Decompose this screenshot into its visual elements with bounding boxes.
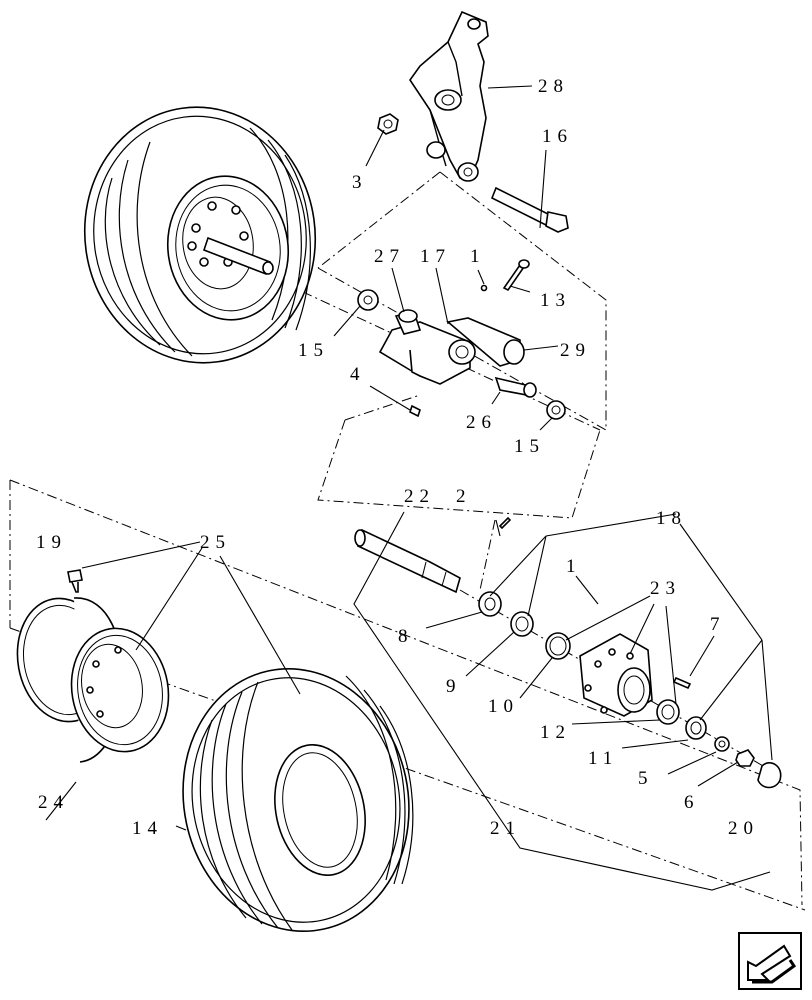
bolt-16 xyxy=(490,186,569,233)
callout-9: 9 xyxy=(446,676,462,697)
bracket-28 xyxy=(409,10,489,182)
callout-5: 5 xyxy=(638,768,654,789)
navigation-arrow-button[interactable] xyxy=(738,932,802,990)
pivot-assembly xyxy=(357,259,566,420)
callout-21: 21 xyxy=(490,818,521,839)
spindle-22 xyxy=(354,528,461,594)
callout-16: 16 xyxy=(542,126,573,147)
rim-halves xyxy=(16,597,170,763)
pin-2 xyxy=(498,516,512,530)
upper-wheel xyxy=(83,106,317,364)
callout-15-left: 15 xyxy=(298,340,329,361)
callout-20: 20 xyxy=(728,818,759,839)
bolt-19 xyxy=(67,569,83,593)
callout-labels: 28 16 3 27 17 1 13 15 29 4 26 15 22 2 18… xyxy=(36,76,759,839)
callout-10: 10 xyxy=(488,696,519,717)
callout-1-lower: 1 xyxy=(566,556,582,577)
callout-28: 28 xyxy=(538,76,569,97)
callout-17: 17 xyxy=(420,246,451,267)
callout-18: 18 xyxy=(656,508,687,529)
callout-22: 22 xyxy=(404,486,435,507)
callout-29: 29 xyxy=(560,340,591,361)
callout-6: 6 xyxy=(684,792,700,813)
arrow-icon xyxy=(738,932,802,990)
callout-12: 12 xyxy=(540,722,571,743)
callout-15-right: 15 xyxy=(514,436,545,457)
callout-13: 13 xyxy=(540,290,571,311)
callout-7: 7 xyxy=(710,614,726,635)
callout-24: 24 xyxy=(38,792,69,813)
hub-components xyxy=(478,591,782,789)
nut-3 xyxy=(377,113,399,135)
callout-3: 3 xyxy=(352,172,368,193)
leader-lines xyxy=(45,85,773,891)
callout-27: 27 xyxy=(374,246,405,267)
tire-14 xyxy=(182,668,414,932)
callout-26: 26 xyxy=(466,412,497,433)
callout-19: 19 xyxy=(36,532,67,553)
callout-14: 14 xyxy=(132,818,163,839)
callout-23: 23 xyxy=(650,578,681,599)
callout-1-upper: 1 xyxy=(470,246,486,267)
callout-2: 2 xyxy=(456,486,472,507)
callout-11: 11 xyxy=(588,748,618,769)
callout-25: 25 xyxy=(200,532,231,553)
callout-8: 8 xyxy=(398,626,414,647)
callout-4: 4 xyxy=(350,364,366,385)
